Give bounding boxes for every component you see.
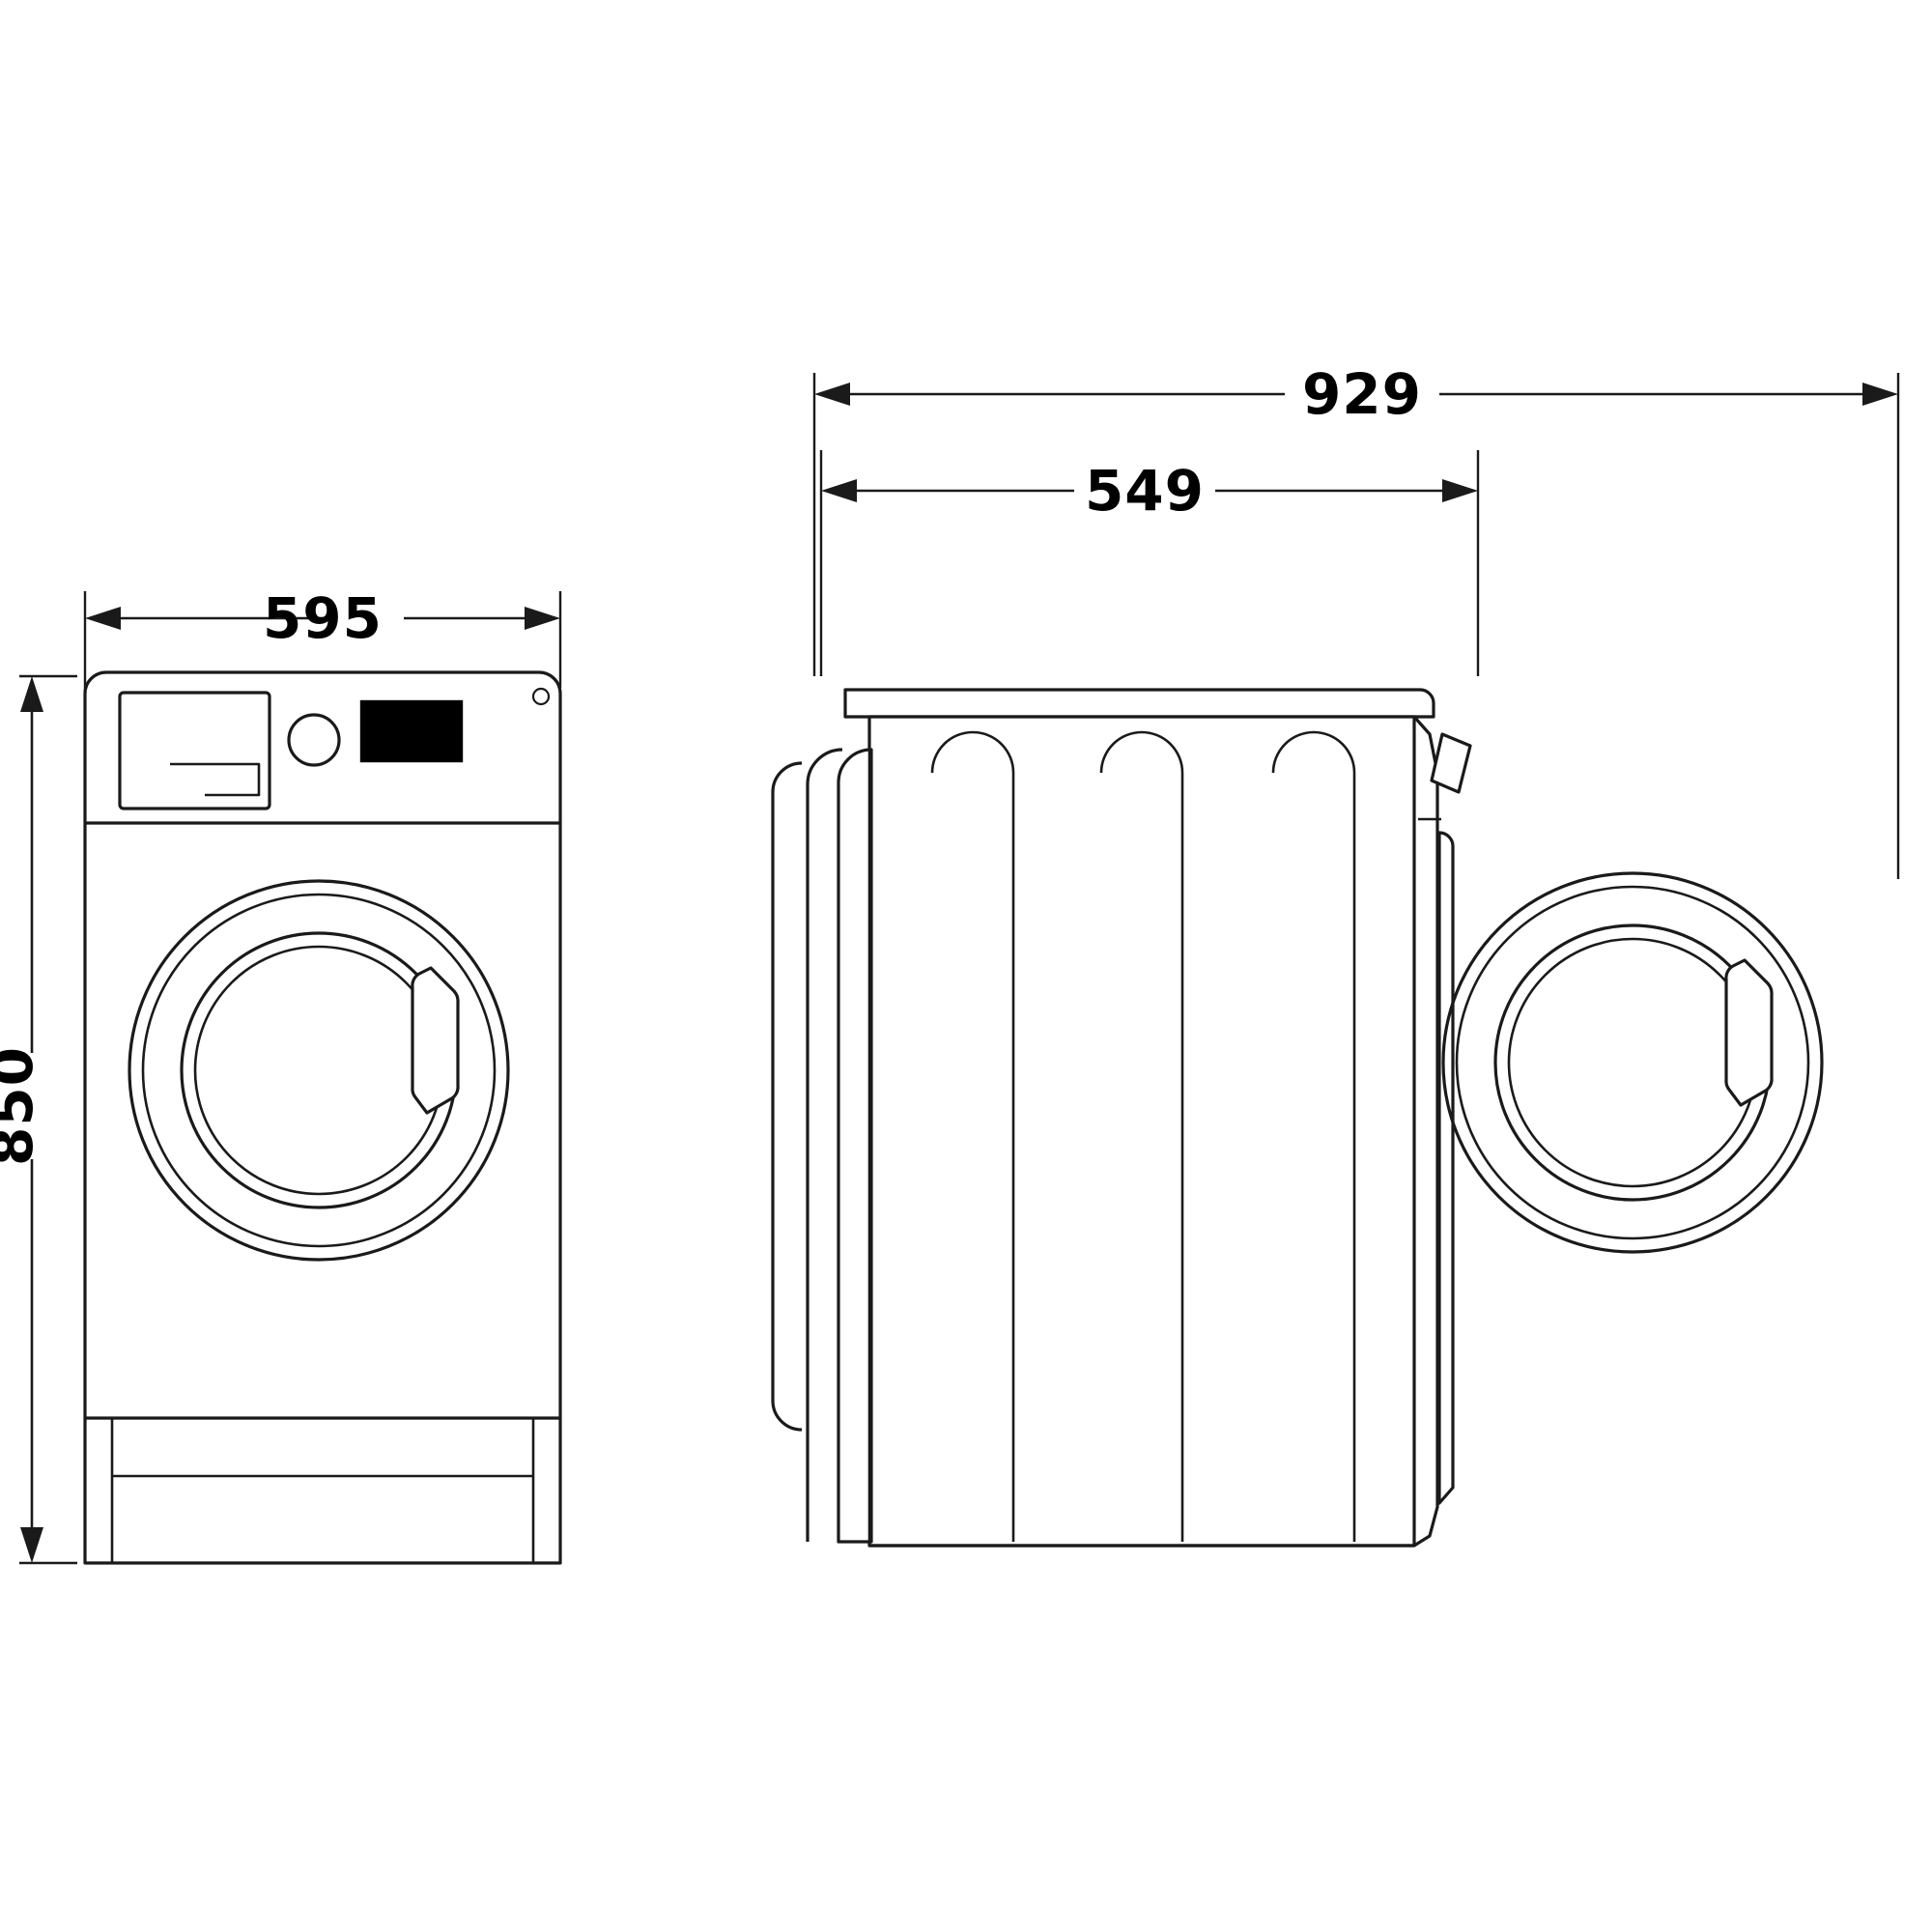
dimension-depth-open-929: 929 (812, 361, 1900, 879)
detergent-drawer-body[interactable] (118, 691, 271, 810)
plan-door-handle (1724, 958, 1774, 1107)
porthole-door[interactable] (128, 879, 510, 1262)
worktop (843, 688, 1435, 719)
door-open-outer (806, 748, 843, 1542)
door-open-tab (771, 761, 803, 1432)
side-view (771, 688, 1472, 1548)
plan-door-outer-inner-edge (1455, 885, 1810, 1240)
arrow-left-595 (85, 607, 121, 630)
side-panel-body (867, 715, 1416, 1548)
arrow-top-850 (20, 676, 43, 712)
door-handle[interactable] (411, 966, 460, 1115)
door-open-edge (837, 748, 873, 1544)
arrow-left-549 (821, 479, 857, 502)
dimension-height-850: 850 (0, 674, 77, 1565)
plan-door-glass-inner (1507, 937, 1758, 1188)
arrow-bottom-850 (20, 1527, 43, 1563)
front-view (83, 670, 562, 1565)
indicator-led (531, 687, 551, 706)
dimension-label-929: 929 (1302, 361, 1422, 427)
cabinet-body (83, 670, 562, 1565)
rib-1 (930, 730, 1015, 1542)
rib-3 (1271, 730, 1356, 1542)
arrow-right-549 (1442, 479, 1478, 502)
hinge-upper (1430, 732, 1472, 794)
control-knob[interactable] (287, 713, 341, 767)
dimension-label-595: 595 (263, 585, 383, 651)
detergent-drawer[interactable] (118, 691, 271, 810)
arrow-right-595 (525, 607, 560, 630)
dimension-depth-549: 549 (819, 450, 1480, 676)
door-outer-ring-inner-edge (141, 893, 497, 1248)
arrow-right-929 (1862, 383, 1898, 406)
dimension-width-595: 595 (83, 585, 562, 715)
dimension-label-850: 850 (0, 1046, 45, 1166)
display-screen[interactable] (359, 699, 464, 763)
detergent-drawer-handle-groove (170, 762, 261, 797)
plan-door-outer-ring (1441, 871, 1824, 1254)
side-panel-ribs (930, 730, 1356, 1542)
door-outer-ring[interactable] (128, 879, 510, 1262)
rear-profile (1412, 715, 1439, 1548)
rear-foot-column (1437, 831, 1455, 1505)
door-plan-view (1441, 871, 1824, 1254)
arrow-left-929 (814, 383, 850, 406)
rib-2 (1099, 730, 1184, 1542)
dimension-label-549: 549 (1085, 458, 1205, 524)
